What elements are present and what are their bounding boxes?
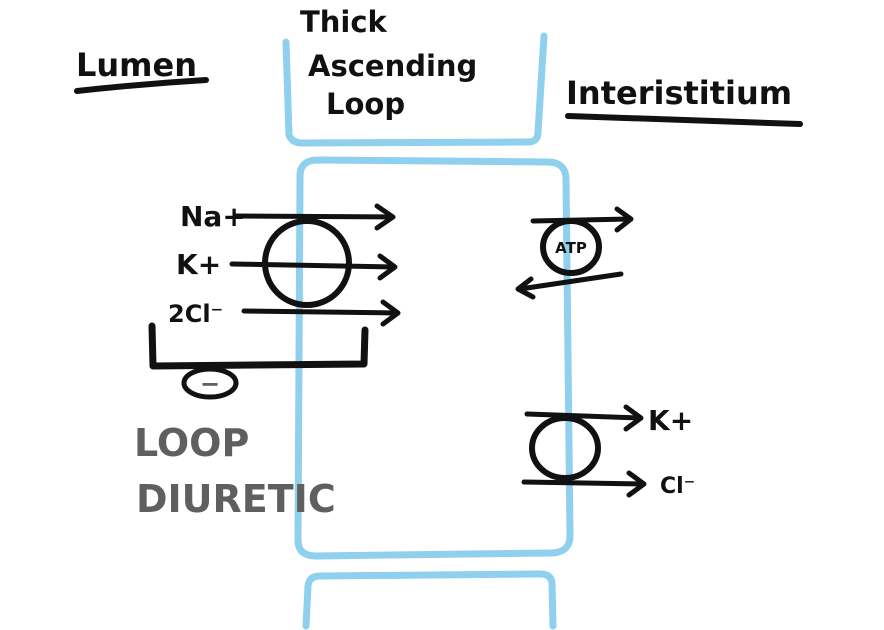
loop-diuretic: − LOOP DIURETIC	[134, 322, 369, 521]
channel-potassium-label: K+	[648, 404, 693, 437]
potassium-arrow-shaft	[229, 261, 397, 270]
pump-inward-arrow-shaft	[517, 271, 624, 292]
diuretic-label-line1: LOOP	[134, 421, 249, 465]
pump-outward-arrow-head	[614, 206, 634, 233]
segment-label-line2: Ascending	[308, 49, 477, 83]
sodium-arrow-shaft	[232, 213, 395, 220]
channel-ring	[529, 415, 601, 481]
channel-potassium-arrow-head	[623, 404, 644, 432]
interstitium-underline	[565, 113, 803, 127]
segment-label-line3: Loop	[326, 87, 405, 121]
inhibition-symbol: −	[200, 370, 220, 398]
channel-potassium-arrow-shaft	[524, 411, 643, 421]
tubule-cell	[294, 156, 574, 560]
pump-inward-arrow-head	[515, 276, 536, 300]
lumen-underline	[74, 77, 209, 94]
basolateral-channel: K+ Cl⁻	[521, 404, 695, 499]
channel-chloride-arrow-head	[626, 470, 647, 498]
upper-tubule-segment	[282, 32, 548, 147]
na-k-atpase-pump: ATP	[515, 206, 634, 300]
chloride-arrow-head	[380, 299, 401, 327]
pump-outward-arrow-shaft	[530, 216, 633, 224]
lower-tubule-segment	[302, 570, 557, 630]
nkcc2-cotransporter: Na+ K+ 2Cl⁻	[168, 200, 401, 328]
atp-label: ATP	[555, 239, 587, 257]
potassium-ion-label: K+	[176, 248, 221, 281]
sodium-ion-label: Na+	[180, 200, 246, 233]
lumen-label: Lumen	[76, 46, 197, 84]
diuretic-label-line2: DIURETIC	[136, 477, 336, 521]
sodium-arrow-head	[374, 203, 396, 231]
channel-chloride-label: Cl⁻	[660, 474, 695, 499]
chloride-ion-label: 2Cl⁻	[168, 300, 223, 328]
channel-chloride-arrow-shaft	[521, 479, 646, 487]
potassium-arrow-head	[377, 253, 398, 281]
segment-label-line1: Thick	[300, 5, 388, 39]
interstitium-label: Interistitium	[566, 74, 792, 112]
diuretic-bracket	[148, 322, 369, 370]
inhibition-badge	[181, 366, 239, 400]
chloride-arrow-shaft	[241, 308, 400, 316]
